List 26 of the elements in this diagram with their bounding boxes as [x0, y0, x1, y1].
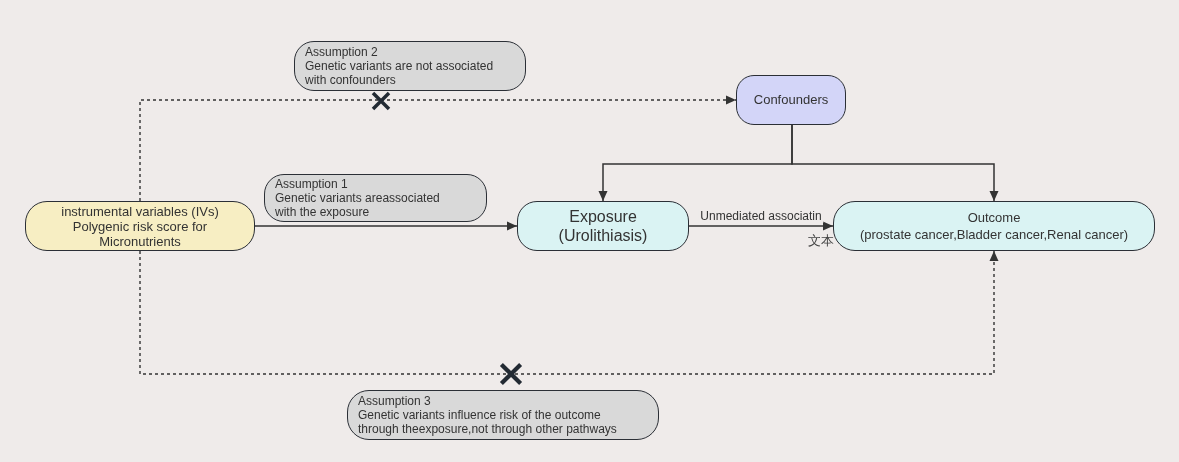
dashed-arrow — [139, 250, 999, 375]
note-box — [294, 41, 526, 91]
process-box — [517, 201, 689, 251]
box-text: Genetic variants areassociated with the exposure — [275, 191, 441, 219]
box-heading: Assumption 1 — [275, 177, 348, 191]
process-box — [833, 201, 1155, 251]
note-box — [264, 174, 487, 222]
box-heading: Outcome — [967, 209, 1021, 226]
process-box — [25, 201, 255, 251]
text-label: 文本 — [808, 233, 834, 248]
box-text: (Urolithiasis) — [558, 226, 648, 245]
edge-label: Unmediated associatin — [698, 209, 824, 223]
note-box — [347, 390, 659, 440]
arrow — [254, 221, 518, 231]
box-text: Confounders — [753, 92, 829, 108]
box-text: (prostate cancer,Bladder cancer,Renal cancer) — [859, 226, 1129, 243]
box-heading: Exposure — [569, 207, 637, 226]
process-box — [736, 75, 846, 125]
box-heading: Assumption 2 — [305, 45, 378, 59]
box-heading: Assumption 3 — [358, 394, 431, 408]
box-text: Genetic variants influence risk of the outcome through theexposure,not through other pathways — [358, 408, 618, 436]
box-text: Genetic variants are not associated with confounders — [305, 59, 495, 87]
arrow — [791, 124, 999, 202]
arrow — [688, 221, 834, 231]
dashed-arrow — [139, 95, 737, 202]
box-text: instrumental variables (IVs) Polygenic risk score for Micronutrients — [60, 203, 220, 249]
